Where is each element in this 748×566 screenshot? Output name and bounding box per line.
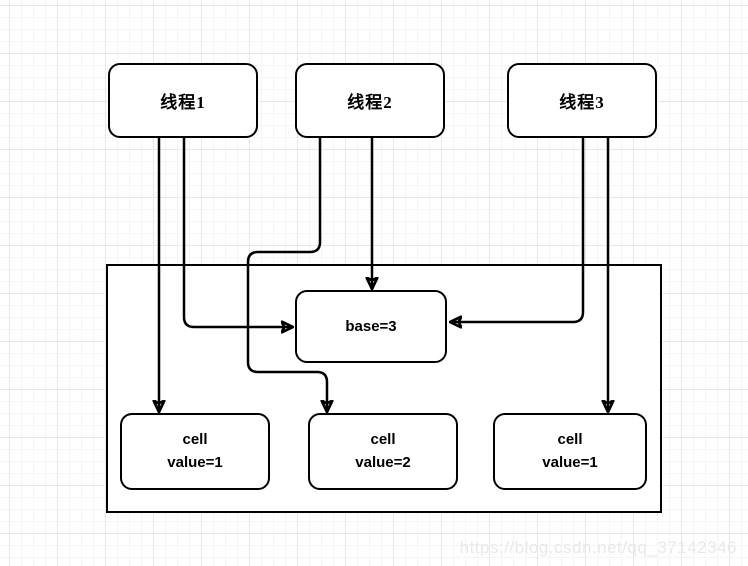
cell2-node: cell value=2 [308,413,458,490]
thread3-node: 线程3 [507,63,657,138]
cell3-label-line1: cell [557,431,583,448]
thread3-label: 线程3 [559,93,605,112]
base-node: base=3 [295,290,447,363]
cell3-label-line2: value=1 [542,453,598,471]
thread1-node: 线程1 [108,63,258,138]
cell1-label-line2: value=1 [167,453,223,471]
thread2-node: 线程2 [295,63,445,138]
base-label: base=3 [345,318,397,335]
cell2-label-line1: cell [370,431,396,448]
cell2-label-line2: value=2 [355,453,411,471]
cell1-label-line1: cell [182,431,208,448]
thread2-label: 线程2 [347,93,393,112]
cell1-node: cell value=1 [120,413,270,490]
cell3-node: cell value=1 [493,413,647,490]
thread1-label: 线程1 [160,93,206,112]
csdn-watermark: https://blog.csdn.net/qq_37142346 [459,538,737,557]
